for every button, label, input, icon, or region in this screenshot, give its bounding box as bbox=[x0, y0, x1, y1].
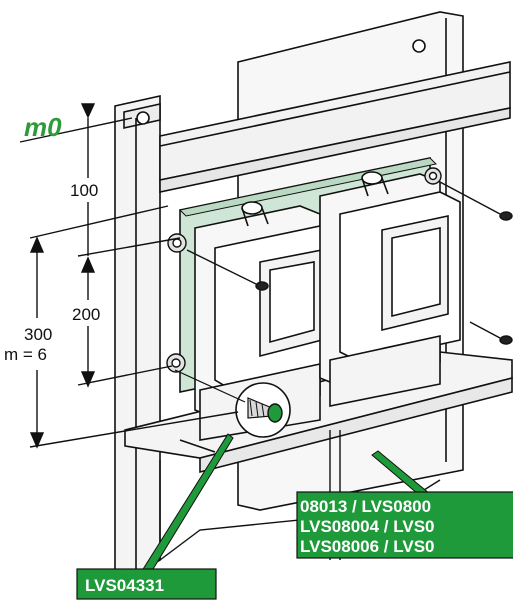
arrow-up-icon bbox=[80, 256, 96, 273]
arrow-down-icon bbox=[80, 371, 96, 388]
right-ref-line-2: LVS08004 / LVS0 bbox=[300, 517, 435, 536]
dimension-spacing: 200 bbox=[72, 305, 100, 324]
right-ref-label: 08013 / LVS0800 LVS08004 / LVS0 LVS08006… bbox=[296, 491, 513, 559]
dimension-lines bbox=[19, 103, 239, 449]
transformer-left bbox=[194, 201, 341, 441]
dimension-modules: m = 6 bbox=[4, 345, 47, 364]
arrow-down-icon bbox=[80, 103, 96, 119]
arrow-down-icon bbox=[29, 432, 45, 449]
screw-icon bbox=[166, 353, 186, 373]
dimension-total: 300 bbox=[24, 325, 52, 344]
m0-marker: m0 bbox=[24, 112, 62, 142]
left-ref-label: LVS04331 bbox=[76, 568, 217, 600]
transformer-right bbox=[319, 171, 461, 407]
dimension-top-gap: 100 bbox=[70, 181, 98, 200]
screw-icon bbox=[439, 181, 513, 221]
right-ref-line-3: LVS08006 / LVS0 bbox=[300, 537, 435, 556]
left-ref-text: LVS04331 bbox=[85, 576, 164, 595]
right-ref-line-1: 08013 / LVS0800 bbox=[300, 497, 431, 516]
screw-icon bbox=[186, 249, 269, 291]
magnified-screw bbox=[174, 369, 291, 438]
top-rail bbox=[159, 61, 511, 193]
screw-icon bbox=[469, 321, 513, 345]
left-upright bbox=[114, 95, 161, 588]
arrow-up-icon bbox=[29, 236, 45, 253]
screw-icon bbox=[424, 167, 442, 185]
screw-icon bbox=[167, 233, 187, 253]
